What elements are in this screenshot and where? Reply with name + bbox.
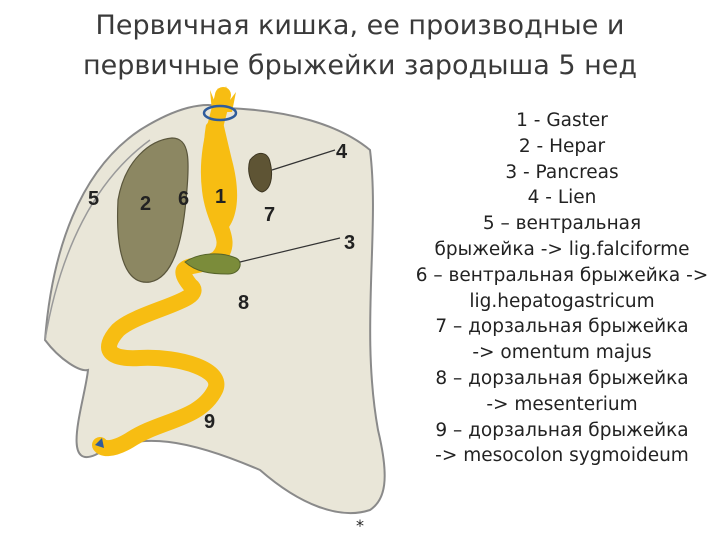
legend-item: 3 - Pancreas [407,160,717,186]
label-5: 5 [88,188,99,211]
legend-item: -> mesocolon sygmoideum [407,443,717,469]
legend-item: 7 – дорзальная брыжейка [407,314,717,340]
legend-item: 5 – вентральная [407,211,717,237]
legend-item: -> omentum majus [407,340,717,366]
label-3: 3 [344,232,355,255]
label-6: 6 [178,188,189,211]
footnote-star: * [356,516,364,535]
legend: 1 - Gaster 2 - Hepar 3 - Pancreas 4 - Li… [407,108,717,469]
label-7: 7 [264,204,275,227]
legend-item: брыжейка -> lig.falciforme [407,237,717,263]
label-4: 4 [336,141,347,164]
legend-item: 9 – дорзальная брыжейка [407,418,717,444]
label-9: 9 [204,411,215,434]
legend-item: 6 – вентральная брыжейка -> [407,263,717,289]
label-2: 2 [140,193,151,216]
legend-item: 1 - Gaster [407,108,717,134]
label-8: 8 [238,292,249,315]
legend-item: lig.hepatogastricum [407,289,717,315]
label-1: 1 [215,186,226,209]
legend-item: 4 - Lien [407,185,717,211]
legend-item: -> mesenterium [407,392,717,418]
legend-item: 2 - Hepar [407,134,717,160]
legend-item: 8 – дорзальная брыжейка [407,366,717,392]
